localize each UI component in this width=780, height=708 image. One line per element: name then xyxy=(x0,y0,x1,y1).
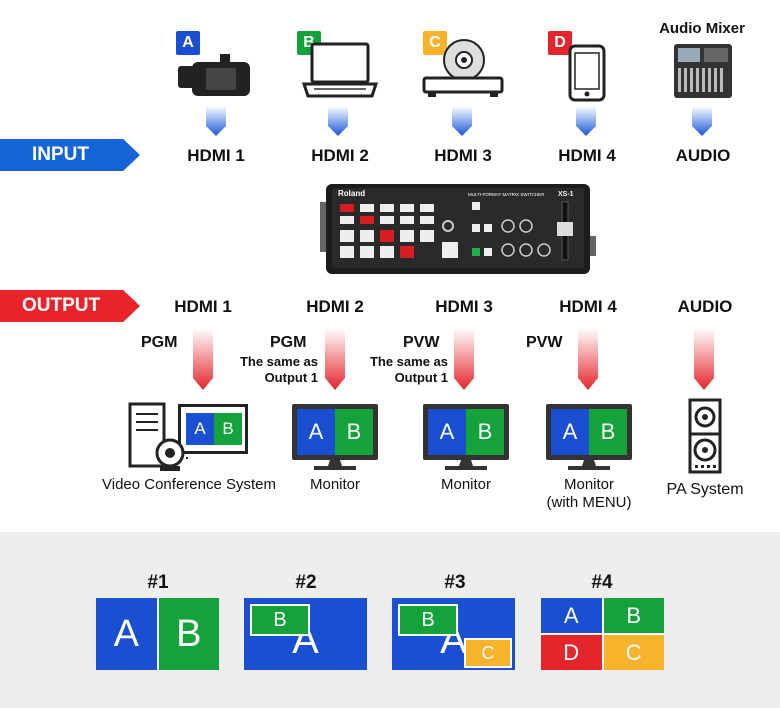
audio-mixer-label: Audio Mixer xyxy=(659,20,745,37)
input-port-hdmi4: HDMI 4 xyxy=(558,146,616,165)
monitor-4-screen: A B xyxy=(551,409,627,455)
pattern-2-pip: A B xyxy=(244,598,367,670)
monitor-4-label: Monitor (with MENU) xyxy=(546,476,632,511)
monitor-2-stand xyxy=(314,460,356,470)
pattern-2-tile-b: B xyxy=(250,604,310,636)
output-banner: OUTPUT xyxy=(0,290,140,322)
input-port-audio: AUDIO xyxy=(675,146,731,165)
pattern-4-number: #4 xyxy=(591,572,613,593)
monitor-2-screen: A B xyxy=(297,409,373,455)
screen-tile-a: A xyxy=(186,413,214,445)
signal-pvw-4: PVW xyxy=(526,334,563,351)
same-as-output1-note-2: The same as Output 1 xyxy=(239,354,318,385)
input-port-hdmi2: HDMI 2 xyxy=(311,146,369,165)
monitor-3: A B xyxy=(423,404,509,460)
pattern-1-side-by-side: A B xyxy=(96,598,219,670)
monitor-3-stand xyxy=(445,460,487,470)
pa-system-label: PA System xyxy=(666,481,744,498)
laptop-icon xyxy=(301,42,379,98)
signal-pvw-3: PVW xyxy=(403,334,440,351)
screen-tile-a: A xyxy=(551,409,589,455)
input-arrows xyxy=(206,106,712,136)
monitor-4-stand xyxy=(568,460,610,470)
pattern-4-quad: A B D C xyxy=(541,598,664,670)
pattern-4-tile-b: B xyxy=(603,598,664,633)
matrix-switcher-device: Roland MULTI-FORMAT MATRIX SWITCHER XS-1 xyxy=(320,182,596,276)
pattern-4-tile-d: D xyxy=(541,635,602,670)
signal-pgm-1: PGM xyxy=(141,334,178,351)
monitor-2-label: Monitor xyxy=(309,476,361,493)
source-badge-c: C xyxy=(423,31,447,55)
video-conference-system-label: Video Conference System xyxy=(102,476,276,493)
screen-tile-b: B xyxy=(589,409,627,455)
input-banner-label: INPUT xyxy=(32,144,89,165)
pattern-4-tile-c: C xyxy=(603,635,664,670)
bluray-player-icon xyxy=(422,39,504,97)
screen-tile-b: B xyxy=(466,409,504,455)
device-model: XS-1 xyxy=(558,191,574,198)
screen-tile-a: A xyxy=(428,409,466,455)
output-port-hdmi3: HDMI 3 xyxy=(435,297,493,316)
pattern-1-tile-a: A xyxy=(96,598,157,670)
screen-tile-a: A xyxy=(297,409,335,455)
output-arrows xyxy=(193,328,714,390)
speaker-icon xyxy=(688,398,722,474)
monitor-3-screen: A B xyxy=(428,409,504,455)
source-badge-d: D xyxy=(548,31,572,55)
screen-tile-b: B xyxy=(214,413,242,445)
output-banner-label: OUTPUT xyxy=(22,295,101,316)
input-port-hdmi1: HDMI 1 xyxy=(187,146,245,165)
output-port-hdmi4: HDMI 4 xyxy=(559,297,617,316)
input-banner: INPUT xyxy=(0,139,140,171)
smartphone-icon xyxy=(568,44,606,102)
output-port-hdmi2: HDMI 2 xyxy=(306,297,364,316)
pattern-3-number: #3 xyxy=(444,572,466,593)
source-badge-a: A xyxy=(176,31,200,55)
pattern-2-number: #2 xyxy=(295,572,317,593)
input-port-hdmi3: HDMI 3 xyxy=(434,146,492,165)
monitor-4: A B xyxy=(546,404,632,460)
pattern-3-double-pip: A B C xyxy=(392,598,515,670)
camcorder-icon xyxy=(178,54,250,96)
monitor-2: A B xyxy=(292,404,378,460)
audio-mixer-icon xyxy=(674,44,732,98)
device-brand: Roland xyxy=(338,189,365,198)
pattern-1-tile-b: B xyxy=(156,598,219,670)
screen-tile-b: B xyxy=(335,409,373,455)
pattern-3-tile-c: C xyxy=(464,638,512,668)
monitor-3-label: Monitor xyxy=(440,476,492,493)
webcam-icon xyxy=(155,438,188,471)
output-port-audio: AUDIO xyxy=(677,297,733,316)
conference-display: A B xyxy=(178,404,248,454)
pattern-4-tile-a: A xyxy=(541,598,602,633)
output-port-hdmi1: HDMI 1 xyxy=(174,297,232,316)
signal-pgm-2: PGM xyxy=(270,334,307,351)
pattern-1-number: #1 xyxy=(147,572,169,593)
same-as-output1-note-3: The same as Output 1 xyxy=(369,354,448,385)
pattern-3-tile-b: B xyxy=(398,604,458,636)
device-model-text: MULTI-FORMAT MATRIX SWITCHER xyxy=(468,192,545,197)
conference-display-screen: A B xyxy=(186,413,242,445)
